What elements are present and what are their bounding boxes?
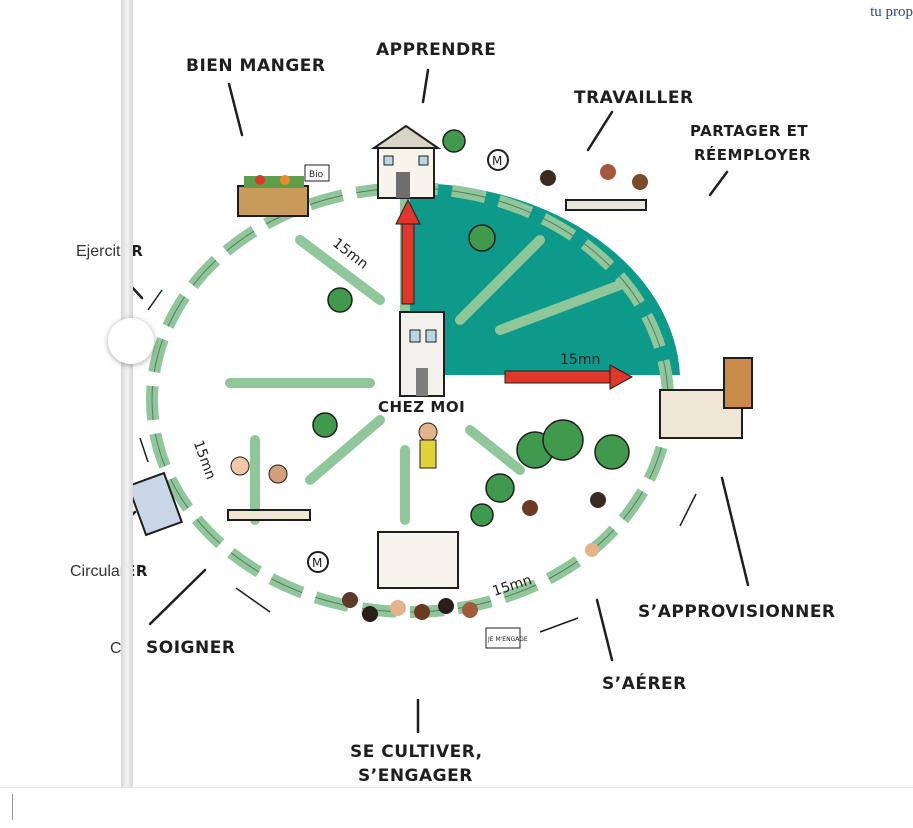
worker-with-leafblower (418, 422, 438, 469)
bio-sign-text: Bio (309, 170, 324, 180)
text-caret (12, 794, 13, 820)
comparison-slider-rail[interactable] (121, 0, 133, 790)
red-arrows (395, 198, 634, 390)
office-scene (540, 164, 648, 211)
overlay-circular-text: Circular (70, 563, 126, 580)
label-soigner: SOIGNER (146, 638, 236, 658)
solar-panel (126, 471, 184, 537)
label-saerer: S’AÉRER (602, 674, 687, 694)
trees (312, 129, 630, 527)
label-partager-line1: PARTAGER ET (690, 122, 809, 140)
bio-sign (304, 164, 330, 182)
shop-stall (659, 357, 753, 439)
distance-15mn-right: 15mn (560, 352, 601, 368)
je-mengage-sign-text: JE M'ENGAGE (487, 636, 528, 643)
crowd-stage (342, 531, 478, 622)
label-bien-manger: BIEN MANGER (186, 56, 326, 76)
label-se-cultiver-line2: S’ENGAGER (358, 766, 473, 786)
double-arrows (139, 289, 697, 633)
svg-text:M: M (312, 556, 322, 570)
label-se-cultiver-line1: SE CULTIVER, (350, 742, 483, 762)
label-travailler: TRAVAILLER (574, 88, 694, 108)
label-partager-line2: RÉEMPLOYER (694, 146, 811, 164)
teal-quarter-sector (410, 182, 680, 375)
leader-lines (122, 68, 750, 734)
metro-sign-bottom: M (307, 551, 329, 573)
je-mengage-sign (485, 627, 521, 649)
city-15min-illustration: Bio JE M'ENGAGE M M (122, 68, 753, 734)
label-apprendre: APPRENDRE (376, 40, 497, 60)
label-sapprovisionner: S’APPROVISIONNER (638, 602, 836, 622)
metro-sign-top: M (487, 149, 509, 171)
home-building (399, 311, 445, 397)
doctor-desk (227, 456, 311, 521)
street-grid (225, 180, 625, 525)
overlay-label-ejercitar: EjercitER (72, 240, 148, 263)
market-stall (237, 175, 309, 217)
bottom-input-bar[interactable] (0, 787, 913, 828)
overlay-ejercit-text: Ejercit (76, 243, 121, 260)
overlay-label-circular: CircularER (66, 560, 152, 583)
svg-text:M: M (492, 154, 502, 168)
page-text-fragment: tu prop (870, 4, 913, 20)
label-chez-moi: CHEZ MOI (378, 398, 466, 416)
school-building (370, 124, 442, 199)
park-people (522, 492, 606, 557)
comparison-slider-handle[interactable] (108, 318, 154, 364)
